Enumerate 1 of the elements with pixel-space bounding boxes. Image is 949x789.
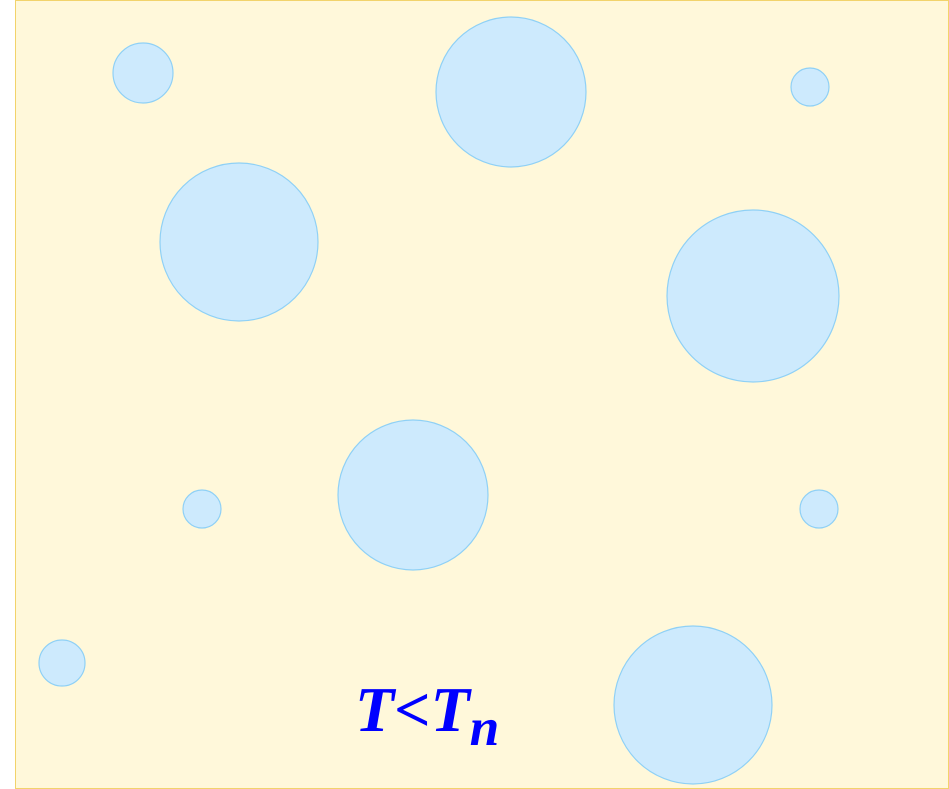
condition-label: T<T$_{n}$ (355, 678, 500, 754)
